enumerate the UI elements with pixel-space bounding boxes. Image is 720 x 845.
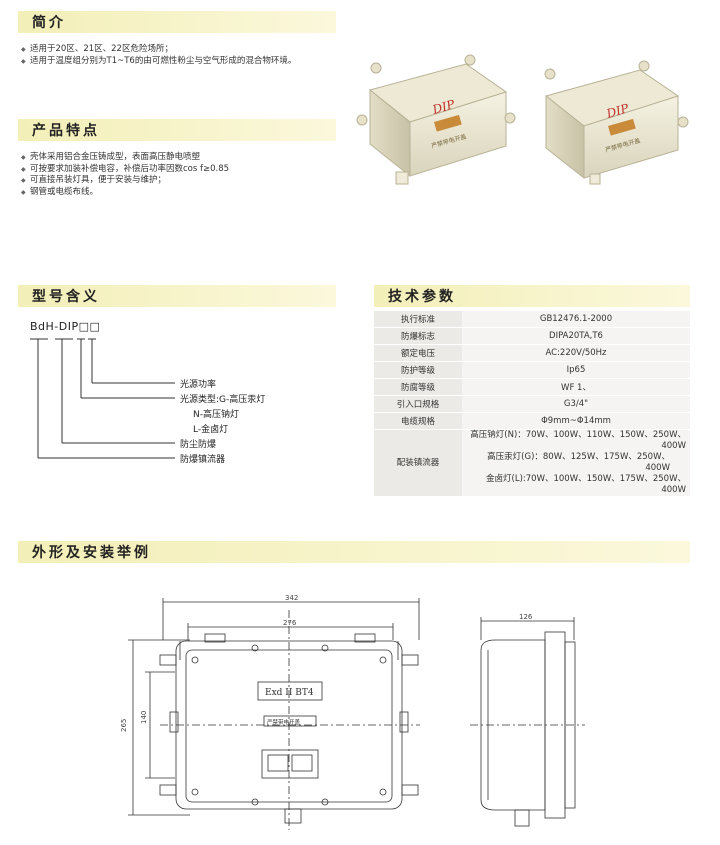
dim-140: 140 <box>140 711 148 724</box>
list-item: 壳体采用铝合金压铸成型，表面高压静电喷塑 <box>20 152 229 164</box>
list-item: 钢管或电缆布线。 <box>20 187 229 199</box>
drawing-section-bar: 外形及安装举例 <box>18 541 690 563</box>
spec-value: WF 1、 <box>462 378 690 396</box>
photo-dip-label: DIP <box>604 101 631 121</box>
features-section-bar: 产品特点 <box>18 119 336 141</box>
model-label-sodium: N-高压钠灯 <box>193 410 239 420</box>
model-label-power: 光源功率 <box>180 380 217 390</box>
spec-value: Ip65 <box>462 361 690 379</box>
features-title: 产品特点 <box>32 123 100 139</box>
list-item: 适用于温度组分别为T1~T6的由可燃性粉尘与空气形成的混合物环境。 <box>20 56 296 68</box>
model-code: BdH-DIP□□ <box>30 320 100 333</box>
list-item: 适用于20区、21区、22区危险场所； <box>20 44 296 56</box>
spec-value: Φ9mm~Φ14mm <box>462 412 690 430</box>
drawing-plate-text: Exd II BT4 <box>265 688 314 698</box>
product-photo-left: DIP 严禁带电开盖 <box>356 54 516 185</box>
ballast-line: 高压钠灯(N)：70W、100W、110W、150W、250W、400W <box>470 430 686 451</box>
spec-key: 执行标准 <box>374 311 462 328</box>
spec-key: 电缆规格 <box>374 412 462 430</box>
model-label-dustproof: 防尘防爆 <box>180 440 217 450</box>
spec-value-ballast: 高压钠灯(N)：70W、100W、110W、150W、250W、400W 高压汞… <box>462 429 690 497</box>
dim-126: 126 <box>519 613 533 621</box>
model-label-halide: L-金卤灯 <box>193 425 229 435</box>
drawing-warning-text: 严禁带电开盖 <box>267 718 301 726</box>
spec-key: 额定电压 <box>374 344 462 362</box>
drawing-title: 外形及安装举例 <box>32 545 151 561</box>
model-code-prefix: BdH-DIP <box>30 320 79 333</box>
ballast-line: 高压汞灯(G)：80W、125W、175W、250W、400W <box>487 452 670 473</box>
spec-value: GB12476.1-2000 <box>462 311 690 328</box>
spec-key: 配装镇流器 <box>374 429 462 497</box>
list-item: 可直接吊装灯具，便于安装与维护； <box>20 175 229 187</box>
product-photo-right: DIP 严禁带电开盖 <box>544 60 689 185</box>
spec-key: 防爆标志 <box>374 327 462 345</box>
ballast-line: 金卤灯(L):70W、100W、150W、175W、250W、400W <box>486 474 686 495</box>
dim-342: 342 <box>285 594 298 602</box>
model-label-lamp-type: 光源类型:G-高压汞灯 <box>180 395 266 405</box>
intro-section-bar: 简介 <box>18 11 336 33</box>
spec-value: DIPA20TA,T6 <box>462 327 690 345</box>
intro-bullet-list: 适用于20区、21区、22区危险场所； 适用于温度组分别为T1~T6的由可燃性粉… <box>20 44 296 67</box>
spec-key: 防护等级 <box>374 361 462 379</box>
model-label-ballast: 防爆镇流器 <box>180 455 226 465</box>
features-bullet-list: 壳体采用铝合金压铸成型，表面高压静电喷塑 可按要求加装补偿电容，补偿后功率因数c… <box>20 152 229 198</box>
model-code-boxes: □□ <box>78 320 101 333</box>
specs-title: 技术参数 <box>388 289 456 305</box>
spec-value: G3/4" <box>462 395 690 413</box>
dim-276: 276 <box>283 619 297 627</box>
dim-265: 265 <box>120 719 128 732</box>
spec-value: AC:220V/50Hz <box>462 344 690 362</box>
intro-title: 简介 <box>32 15 66 31</box>
photo-dip-label: DIP <box>430 97 457 117</box>
model-title: 型号含义 <box>32 289 100 305</box>
specs-section-bar: 技术参数 <box>374 285 690 307</box>
list-item: 可按要求加装补偿电容，补偿后功率因数cos f≥0.85 <box>20 164 229 176</box>
table-row: 配装镇流器 高压钠灯(N)：70W、100W、110W、150W、250W、40… <box>374 429 690 497</box>
model-section-bar: 型号含义 <box>18 285 336 307</box>
spec-key: 引入口规格 <box>374 395 462 413</box>
spec-key: 防腐等级 <box>374 378 462 396</box>
